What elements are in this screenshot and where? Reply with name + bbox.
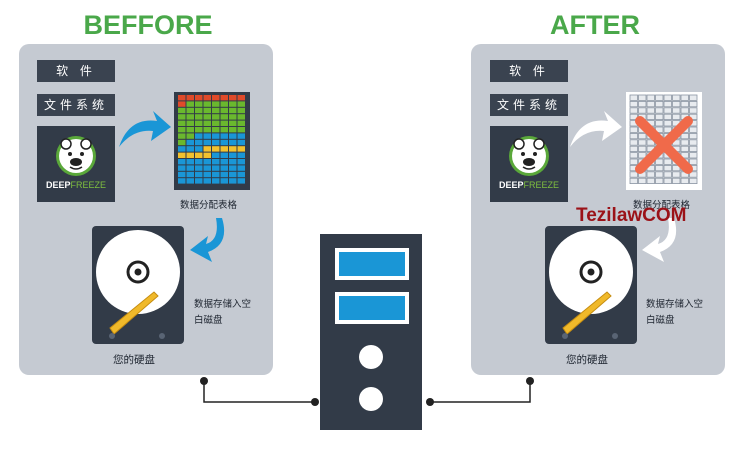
before-storage-caption-2: 白磁盘 (194, 315, 223, 326)
after-filesystem-label: 文件系统 (490, 94, 568, 116)
before-filesystem-label: 文件系统 (37, 94, 115, 116)
before-title: BEFFORE (83, 10, 213, 40)
after-hdd-caption: 您的硬盘 (566, 354, 608, 366)
before-storage-caption-1: 数据存储入空 (194, 299, 252, 310)
computer-tower-icon (200, 234, 534, 430)
before-arrow-to-table-icon (119, 111, 171, 147)
bear-icon (56, 136, 96, 176)
before-deepfreeze-text: DEEPFREEZE (45, 180, 107, 190)
after-arrow-to-table-icon (570, 111, 622, 147)
bear-icon (509, 136, 549, 176)
before-software-label: 软 件 (37, 60, 115, 82)
after-title: AFTER (550, 10, 640, 40)
before-hard-disk-icon (92, 226, 184, 344)
before-table-caption: 数据分配表格 (180, 200, 238, 211)
after-storage-caption-1: 数据存储入空 (646, 299, 704, 310)
before-deepfreeze-logo: DEEPFREEZE (37, 126, 115, 202)
after-deepfreeze-logo: DEEPFREEZE (490, 126, 568, 202)
watermark: TezilawCOM (576, 205, 687, 226)
after-table-caption: 数据分配表格 (633, 200, 691, 211)
after-arrow-to-disk-icon (642, 218, 677, 262)
after-software-label: 软 件 (490, 60, 568, 82)
before-arrow-to-disk-icon (190, 218, 225, 262)
after-hard-disk-icon (545, 226, 637, 344)
x-mark-icon (635, 116, 693, 174)
before-data-table (174, 92, 250, 190)
after-storage-caption-2: 白磁盘 (646, 315, 675, 326)
before-hdd-caption: 您的硬盘 (113, 354, 155, 366)
after-deepfreeze-text: DEEPFREEZE (498, 180, 560, 190)
